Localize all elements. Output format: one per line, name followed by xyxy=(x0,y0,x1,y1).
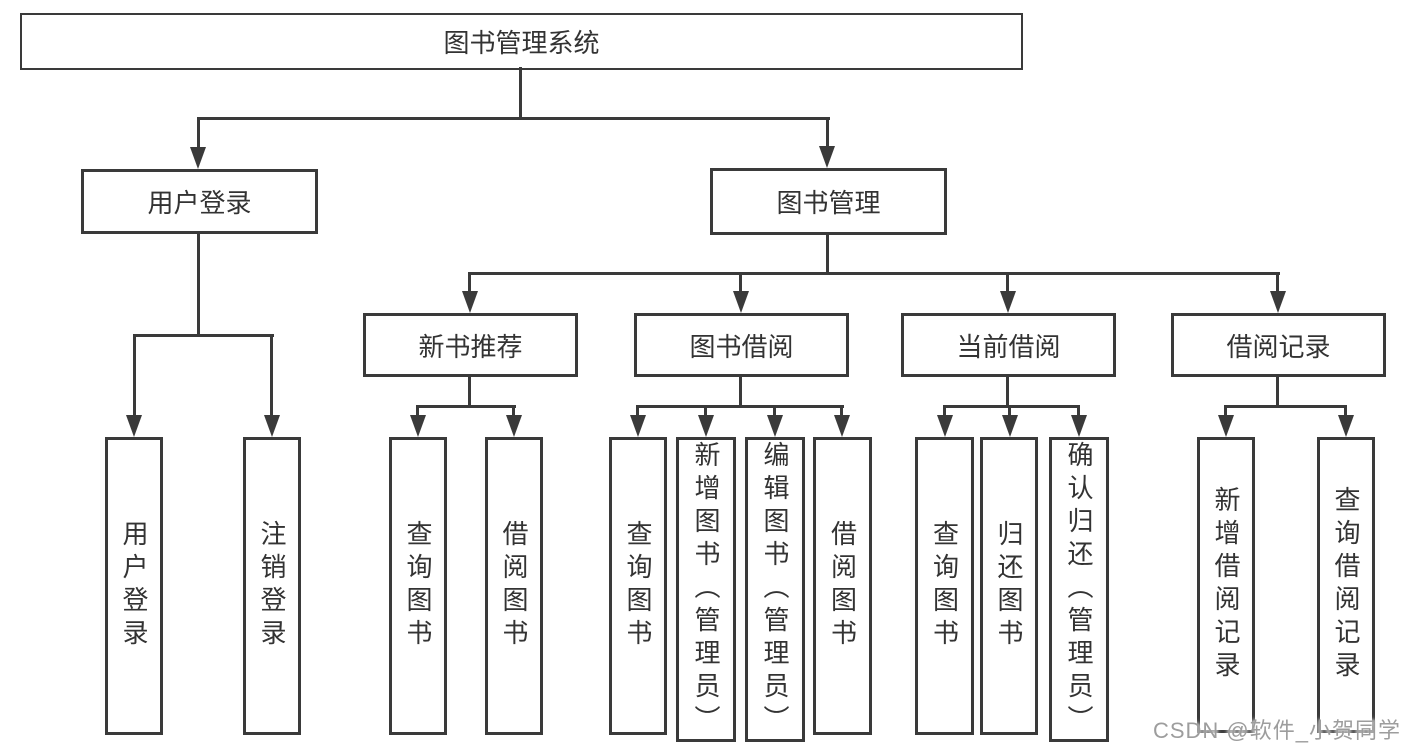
connector-arrowhead xyxy=(733,291,749,313)
leaf-return-book-label: 归还图书 xyxy=(994,520,1024,652)
connector-line xyxy=(197,117,200,149)
connector-line xyxy=(739,377,742,408)
watermark: CSDN @软件_小贺同学 xyxy=(1152,718,1401,743)
connector-arrowhead xyxy=(264,415,280,437)
connector-line xyxy=(1276,377,1279,408)
connector-line xyxy=(739,272,742,295)
leaf-confirm-return-admin: 确认归还（管理员） xyxy=(1049,437,1109,742)
node-borrow-records: 借阅记录 xyxy=(1171,313,1386,377)
leaf-borrow-book: 借阅图书 xyxy=(813,437,872,735)
connector-line xyxy=(519,67,522,120)
leaf-borrow-book-label: 借阅图书 xyxy=(827,520,858,652)
connector-arrowhead xyxy=(767,415,783,437)
connector-line xyxy=(270,334,273,418)
connector-line xyxy=(197,234,200,337)
leaf-borrow-book-recommend-label: 借阅图书 xyxy=(499,520,529,652)
connector-line xyxy=(1276,272,1279,295)
leaf-add-borrow-record: 新增借阅记录 xyxy=(1197,437,1255,733)
leaf-user-login: 用户登录 xyxy=(105,437,163,735)
connector-arrowhead xyxy=(630,415,646,437)
connector-line xyxy=(133,334,274,337)
leaf-query-book-current: 查询图书 xyxy=(915,437,974,735)
connector-arrowhead xyxy=(1000,291,1016,313)
connector-line xyxy=(1006,272,1009,295)
connector-arrowhead xyxy=(462,291,478,313)
connector-line xyxy=(133,334,136,418)
leaf-borrow-book-recommend: 借阅图书 xyxy=(485,437,543,735)
node-new-book-recommend: 新书推荐 xyxy=(363,313,578,377)
node-current-borrow: 当前借阅 xyxy=(901,313,1116,377)
connector-line xyxy=(512,405,515,418)
connector-arrowhead xyxy=(937,415,953,437)
leaf-return-book: 归还图书 xyxy=(980,437,1038,735)
node-book-management: 图书管理 xyxy=(710,168,947,235)
connector-arrowhead xyxy=(190,147,206,169)
connector-line xyxy=(1006,377,1009,408)
connector-line xyxy=(197,117,830,120)
connector-line xyxy=(469,272,1280,275)
connector-line xyxy=(468,272,471,295)
connector-line xyxy=(636,405,844,408)
leaf-query-book-borrow-label: 查询图书 xyxy=(623,520,653,652)
node-user-login-label: 用户登录 xyxy=(147,188,252,218)
connector-arrowhead xyxy=(1218,415,1234,437)
connector-arrowhead xyxy=(126,415,142,437)
connector-line xyxy=(416,405,419,418)
connector-line xyxy=(636,405,639,418)
node-library-system-label: 图书管理系统 xyxy=(443,28,600,58)
leaf-add-borrow-record-label: 新增借阅记录 xyxy=(1211,486,1241,684)
connector-arrowhead xyxy=(1071,415,1087,437)
leaf-query-book-current-label: 查询图书 xyxy=(929,520,960,652)
connector-arrowhead xyxy=(1338,415,1354,437)
leaf-query-book-recommend-label: 查询图书 xyxy=(403,520,433,652)
connector-line xyxy=(1224,405,1227,418)
connector-arrowhead xyxy=(834,415,850,437)
leaf-add-book-admin: 新增图书（管理员） xyxy=(676,437,736,742)
connector-line xyxy=(840,405,843,418)
leaf-logout: 注销登录 xyxy=(243,437,301,735)
node-borrow-records-label: 借阅记录 xyxy=(1226,331,1331,362)
leaf-confirm-return-admin-label: 确认归还（管理员） xyxy=(1064,441,1094,738)
connector-line xyxy=(1225,405,1347,408)
leaf-query-borrow-record: 查询借阅记录 xyxy=(1317,437,1375,733)
leaf-add-book-admin-label: 新增图书（管理员） xyxy=(691,441,721,738)
connector-line xyxy=(704,405,707,418)
connector-line xyxy=(417,405,516,408)
leaf-edit-book-admin: 编辑图书（管理员） xyxy=(745,437,805,742)
connector-line xyxy=(773,405,776,418)
leaf-query-borrow-record-label: 查询借阅记录 xyxy=(1331,486,1361,684)
connector-arrowhead xyxy=(819,146,835,168)
node-library-system: 图书管理系统 xyxy=(20,13,1023,70)
connector-line xyxy=(1008,405,1011,418)
leaf-edit-book-admin-label: 编辑图书（管理员） xyxy=(760,441,790,738)
connector-arrowhead xyxy=(1002,415,1018,437)
node-user-login: 用户登录 xyxy=(81,169,318,234)
leaf-user-login-label: 用户登录 xyxy=(119,520,149,652)
node-book-borrow: 图书借阅 xyxy=(634,313,849,377)
node-new-book-recommend-label: 新书推荐 xyxy=(418,331,523,362)
leaf-logout-label: 注销登录 xyxy=(257,520,287,652)
connector-line xyxy=(943,405,1080,408)
connector-line xyxy=(1077,405,1080,418)
connector-line xyxy=(943,405,946,418)
node-book-borrow-label: 图书借阅 xyxy=(689,331,794,362)
connector-line xyxy=(468,377,471,408)
node-current-borrow-label: 当前借阅 xyxy=(956,331,1061,362)
node-book-management-label: 图书管理 xyxy=(776,188,881,218)
leaf-query-book-recommend: 查询图书 xyxy=(389,437,447,735)
connector-line xyxy=(826,235,829,275)
connector-arrowhead xyxy=(698,415,714,437)
connector-arrowhead xyxy=(1270,291,1286,313)
connector-arrowhead xyxy=(506,415,522,437)
leaf-query-book-borrow: 查询图书 xyxy=(609,437,667,735)
connector-line xyxy=(826,117,829,149)
connector-arrowhead xyxy=(410,415,426,437)
connector-line xyxy=(1344,405,1347,418)
